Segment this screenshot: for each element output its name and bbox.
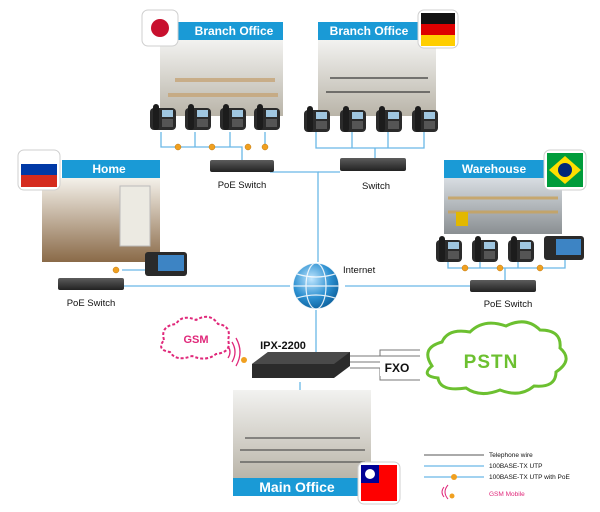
video-phone-icon [145, 252, 187, 276]
poe-switch-label: PoE Switch [218, 180, 267, 191]
branch-office-germany: Branch Office Switch [304, 9, 459, 192]
brazil-flag [543, 149, 587, 191]
pstn-label: PSTN [464, 352, 519, 373]
site-title: Warehouse [462, 162, 527, 176]
legend-gsm-label: GSM Mobile [489, 491, 525, 498]
poe-switch-device [58, 278, 124, 290]
legend: Telephone wire 100BASE-TX UTP 100BASE-TX… [424, 452, 570, 500]
main-office-header [233, 478, 371, 496]
pstn-cloud: PSTN [425, 320, 568, 395]
japan-flag [141, 9, 179, 47]
legend-telephone-label: Telephone wire [489, 452, 533, 459]
legend-utp-label: 100BASE-TX UTP [489, 463, 542, 470]
phone-icon [436, 236, 534, 262]
branch-office-header [178, 22, 283, 40]
ipx-2200-device [252, 352, 350, 378]
main-office: Main Office [233, 390, 401, 505]
legend-utp-poe-label: 100BASE-TX UTP with PoE [489, 474, 570, 481]
internet-globe-icon [292, 262, 340, 310]
pbx-label: IPX-2200 [260, 340, 306, 352]
site-title: Home [92, 162, 126, 176]
video-phone-icon [544, 236, 584, 260]
gsm-cloud: GSM [160, 315, 230, 360]
site-title: Branch Office [195, 24, 274, 38]
branch-office-header [318, 22, 418, 40]
legend-poe-marker [451, 474, 457, 480]
network-lines [95, 132, 566, 392]
home-site: Home PoE Switch [17, 149, 187, 309]
gsm-signal-icon [227, 337, 247, 367]
warehouse-header [444, 160, 544, 178]
poe-markers [112, 143, 544, 274]
germany-flag [417, 9, 459, 49]
warehouse-site: Warehouse PoE Switch [436, 149, 587, 310]
branch-office-japan: Branch Office PoE Switch [141, 9, 283, 191]
site-title: Branch Office [330, 24, 409, 38]
poe-switch-label: PoE Switch [67, 298, 116, 309]
site-title: Main Office [259, 479, 335, 495]
poe-switch-label: PoE Switch [484, 299, 533, 310]
switch-device [340, 158, 406, 171]
taiwan-flag [357, 461, 401, 505]
poe-switch-device [470, 280, 536, 292]
poe-switch-device [210, 160, 274, 172]
switch-label: Switch [362, 181, 390, 192]
fxo-label: FXO [385, 361, 410, 375]
legend-gsm-icon [441, 484, 455, 500]
fxo-box [380, 359, 414, 376]
russia-flag [17, 149, 61, 191]
home-header [62, 160, 160, 178]
gsm-label: GSM [183, 334, 208, 346]
internet-label: Internet [343, 265, 376, 276]
main-office-photo [233, 390, 371, 480]
